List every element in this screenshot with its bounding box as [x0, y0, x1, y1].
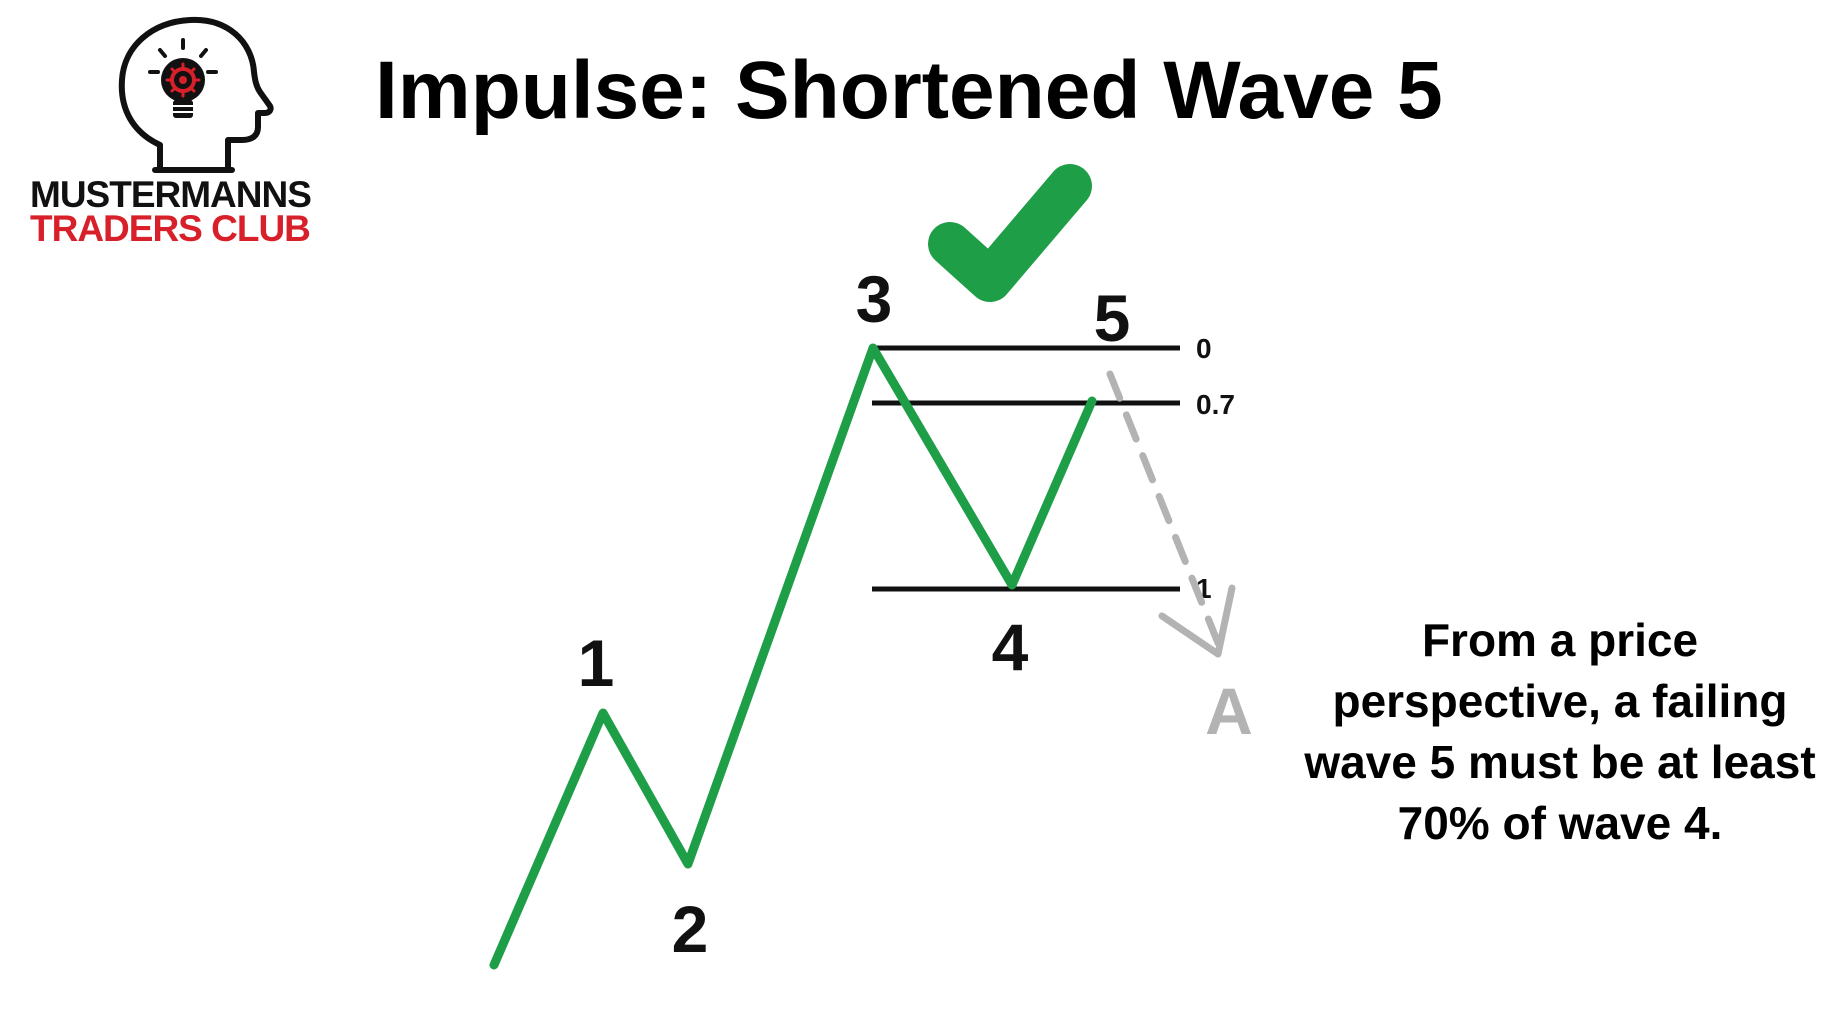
- fib-label-0: 0: [1196, 333, 1212, 364]
- head-with-lightbulb-icon: [118, 16, 274, 173]
- wave-label-5: 5: [1094, 281, 1131, 355]
- explanation-note: From a price perspective, a failing wave…: [1304, 614, 1816, 849]
- wave-label-1: 1: [578, 626, 615, 700]
- wave-a-projection: [1106, 370, 1224, 652]
- wave-label-2: 2: [672, 892, 709, 966]
- wave-label-3: 3: [856, 262, 893, 336]
- fib-label-0.7: 0.7: [1196, 389, 1235, 420]
- wave-label-a: A: [1205, 674, 1253, 748]
- page-title: Impulse: Shortened Wave 5: [375, 45, 1443, 136]
- wave-label-4: 4: [992, 610, 1029, 684]
- logo-text-line1: MUSTERMANNS: [30, 174, 312, 215]
- brand-logo: [20, 10, 340, 250]
- impulse-wave-line: [489, 343, 1097, 970]
- checkmark-icon: [928, 164, 1092, 302]
- wave-a-arrowhead: [1158, 584, 1236, 658]
- logo-text-line2: TRADERS CLUB: [30, 208, 311, 249]
